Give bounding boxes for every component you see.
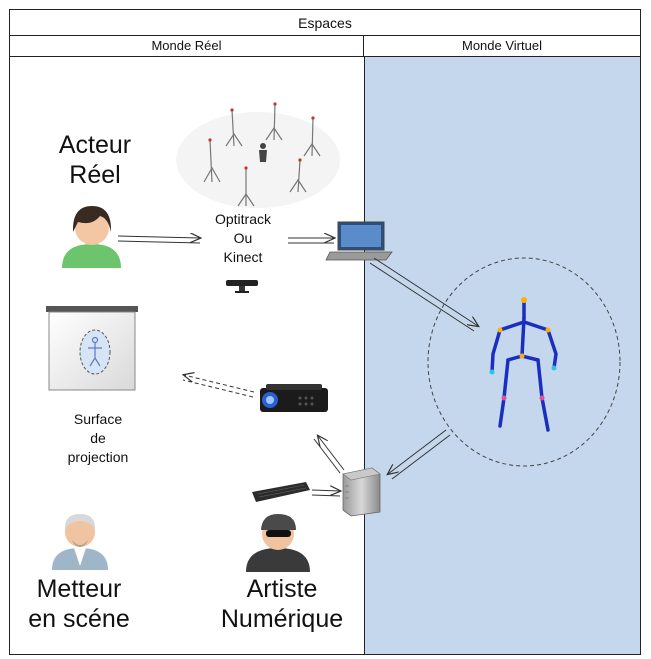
director-label: Metteur en scéne <box>14 574 144 634</box>
server-icon <box>342 467 381 517</box>
diagram-title: Espaces <box>10 10 640 36</box>
director-label-line1: Metteur <box>36 575 122 603</box>
artist-label-line2: Numérique <box>220 605 344 633</box>
skeleton-icon <box>490 298 558 432</box>
laptop-icon <box>325 221 393 261</box>
virtual-avatar-ellipse <box>427 257 621 467</box>
column-header-real: Monde Réel <box>10 36 364 56</box>
projection-screen-icon <box>46 306 138 391</box>
diagram-frame: Espaces Monde Réel Monde Virtuel <box>9 9 641 655</box>
director-label-line2: en scéne <box>28 605 130 633</box>
virtual-world-panel <box>364 57 640 654</box>
surface-label-line2: de <box>90 430 106 446</box>
arrow-keyboard-to-server <box>311 490 340 497</box>
tracker-label-line2: Ou <box>233 230 253 246</box>
arrow-server-to-projector <box>313 436 345 474</box>
surface-label: Surface de projection <box>48 410 148 467</box>
skeleton-joints <box>489 297 557 401</box>
arrow-ellipse-to-server <box>388 429 451 480</box>
column-header-row: Monde Réel Monde Virtuel <box>10 36 640 57</box>
arrow-laptop-to-skeleton <box>369 257 478 332</box>
keyboard-icon <box>252 482 310 502</box>
arrow-tracker-to-laptop <box>288 238 334 244</box>
arrow-actor-to-tracker <box>117 236 200 244</box>
artist-label: Artiste Numérique <box>202 574 362 634</box>
surface-label-line3: projection <box>67 449 129 465</box>
actor-label-line2: Réel <box>69 161 121 189</box>
arrows <box>117 236 478 497</box>
projector-icon <box>260 384 328 412</box>
camera-rig-icon <box>176 102 340 208</box>
actor-avatar-icon <box>62 206 121 268</box>
actor-label: Acteur Réel <box>40 130 150 190</box>
tracker-label: Optitrack Ou Kinect <box>198 210 288 267</box>
surface-label-line1: Surface <box>73 411 123 427</box>
actor-label-line1: Acteur <box>58 131 132 159</box>
kinect-icon <box>226 280 258 293</box>
tracker-label-line3: Kinect <box>223 249 263 265</box>
tracker-label-line1: Optitrack <box>214 211 271 227</box>
arrow-projector-to-screen <box>183 375 255 398</box>
artist-avatar-icon <box>246 514 310 572</box>
artist-label-line1: Artiste <box>246 575 318 603</box>
column-header-virtual: Monde Virtuel <box>462 38 542 53</box>
director-avatar-icon <box>52 514 108 570</box>
